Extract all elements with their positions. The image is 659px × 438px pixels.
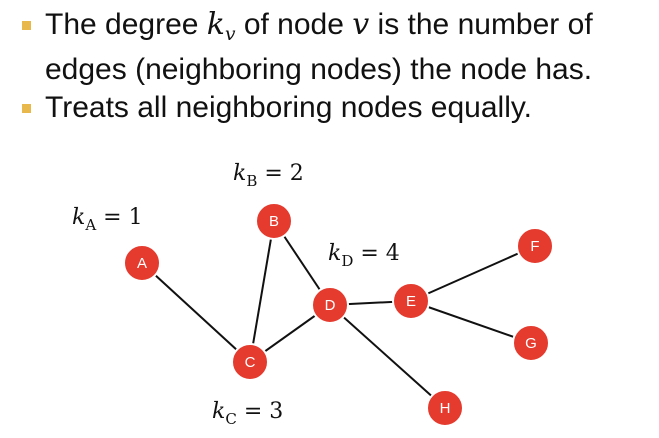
- bullet-1-mid: of node: [235, 8, 353, 41]
- node-circle-D: [311, 286, 349, 324]
- bullet-2-text: Treats all neighboring nodes equally.: [45, 91, 532, 124]
- node-label-H: H: [440, 400, 451, 417]
- bullet-1-prefix: The degree: [45, 8, 207, 41]
- node-label-C: C: [245, 354, 256, 371]
- edge-D-H: [329, 304, 446, 409]
- node-B: B: [255, 202, 293, 240]
- degree-label-D: kD = 4: [328, 241, 400, 270]
- edge-A-C: [141, 262, 251, 363]
- degree-label-A: kA = 1: [72, 205, 143, 234]
- node-circle-H: [426, 389, 464, 427]
- node-G: G: [512, 324, 550, 362]
- node-F: F: [516, 227, 554, 265]
- degree-symbol: kv: [206, 7, 236, 45]
- edge-E-G: [410, 300, 532, 344]
- graph-nodes: A B C D E F G H: [123, 202, 554, 427]
- node-A: A: [123, 244, 161, 282]
- bullet-square-icon: [22, 104, 31, 113]
- bullet-1-suffix: is the number of: [369, 8, 593, 41]
- degree-subscript: v: [224, 23, 236, 45]
- node-symbol: v: [352, 7, 370, 42]
- bullet-1-line-2: edges (neighboring nodes) the node has.: [45, 53, 593, 86]
- node-label-B: B: [269, 213, 279, 230]
- node-circle-E: [392, 282, 430, 320]
- node-label-A: A: [137, 255, 147, 272]
- bullet-square-icon: [22, 21, 31, 30]
- node-label-G: G: [525, 335, 537, 352]
- edge-E-F: [410, 245, 536, 302]
- node-circle-C: [231, 343, 269, 381]
- degree-k: k: [206, 7, 225, 42]
- node-circle-F: [516, 227, 554, 265]
- node-circle-G: [512, 324, 550, 362]
- edge-B-C: [249, 220, 275, 363]
- node-H: H: [426, 389, 464, 427]
- degree-label-C: kC = 3: [212, 399, 283, 428]
- node-C: C: [231, 343, 269, 381]
- node-circle-A: [123, 244, 161, 282]
- node-label-D: D: [325, 297, 336, 314]
- bullet-1: The degree kv of node v is the number of: [0, 6, 593, 44]
- node-D: D: [311, 286, 349, 324]
- degree-label-B: kB = 2: [233, 161, 304, 190]
- node-E: E: [392, 282, 430, 320]
- bullet-2: Treats all neighboring nodes equally.: [0, 89, 532, 127]
- node-circle-B: [255, 202, 293, 240]
- node-label-E: E: [406, 293, 416, 310]
- bullet-1-text: The degree kv of node v is the number of: [45, 6, 593, 44]
- node-label-F: F: [530, 238, 539, 255]
